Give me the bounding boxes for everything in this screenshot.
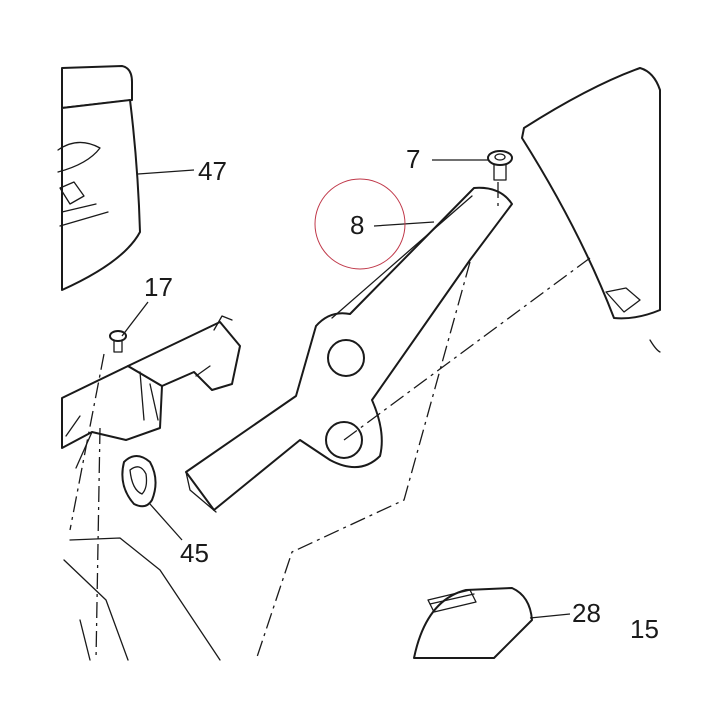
callout-45: 45 <box>180 538 209 568</box>
highlight-circle <box>314 178 406 270</box>
callout-15: 15 <box>630 614 659 644</box>
right-housing <box>521 67 661 353</box>
part-17-bracket <box>61 315 241 469</box>
part-47-cover <box>57 65 141 291</box>
callout-28: 28 <box>572 598 601 628</box>
callout-7: 7 <box>406 144 420 174</box>
part-28-cap <box>413 587 533 659</box>
part-7-screw <box>487 150 513 181</box>
leader-lines <box>121 159 571 619</box>
part-8-arm <box>185 186 513 513</box>
assembly-lines <box>69 182 591 661</box>
callout-17: 17 <box>144 272 173 302</box>
part-45-grommet <box>121 455 157 508</box>
screw-17 <box>109 330 127 353</box>
lower-left-panel <box>63 537 221 661</box>
callout-47: 47 <box>198 156 227 186</box>
callout-8: 8 <box>350 210 364 240</box>
